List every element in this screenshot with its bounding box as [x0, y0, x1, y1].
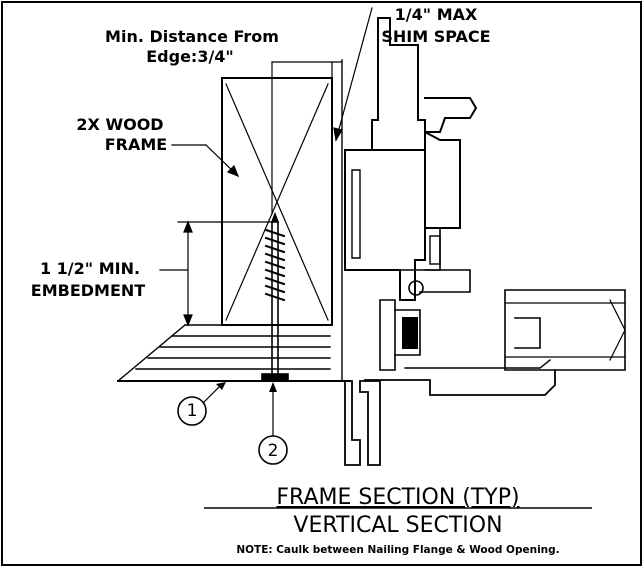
min-distance-label-line1: Min. Distance From: [105, 27, 279, 46]
wood-frame-label-line1: 2X WOOD: [76, 115, 163, 134]
embedment-dimension: [159, 220, 273, 327]
wood-frame-leader: [171, 144, 240, 178]
shim-space: [331, 59, 343, 382]
shim-space-label-line1: 1/4" MAX: [395, 5, 478, 24]
drawing-title: FRAME SECTION (TYP): [276, 485, 519, 510]
embedment-label-line2: EMBEDMENT: [31, 281, 146, 300]
edge-distance-dimension: [271, 61, 343, 215]
callout-2-number: 2: [268, 441, 279, 461]
shim-space-label-line2: SHIM SPACE: [381, 27, 490, 46]
callout-1: [177, 382, 226, 426]
wood-frame-label-line2: FRAME: [105, 135, 167, 154]
drawing-subtitle: VERTICAL SECTION: [293, 513, 502, 538]
caulk-note: NOTE: Caulk between Nailing Flange & Woo…: [236, 544, 559, 556]
min-distance-label-line2: Edge:3/4": [146, 47, 234, 66]
callout-2: [258, 382, 288, 465]
window-frame-extrusion: [344, 17, 626, 466]
shim-space-leader: [333, 7, 373, 142]
callout-1-bubble: [177, 396, 207, 426]
screw-fastener: [261, 211, 289, 382]
callout-1-number: 1: [187, 401, 198, 421]
embedment-label-line1: 1 1/2" MIN.: [40, 259, 140, 278]
